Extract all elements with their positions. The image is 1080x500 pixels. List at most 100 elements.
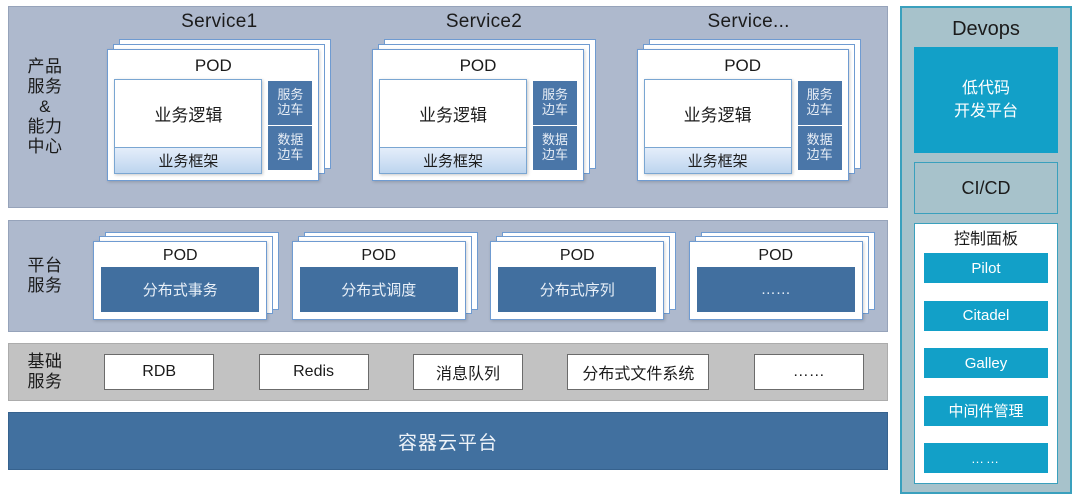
sidecar-line-1: 服务 <box>277 87 304 103</box>
row-label-line: & <box>39 96 51 116</box>
service-title: Service2 <box>445 11 523 32</box>
data-sidecar[interactable]: 数据 边车 <box>532 126 577 170</box>
row-container-cloud-platform[interactable]: 容器云平台 <box>8 412 888 470</box>
pod-card[interactable]: POD 业务逻辑 业务框架 服务 边车 <box>372 49 584 181</box>
row-label-line: 基础 <box>27 351 63 371</box>
control-panel-title: 控制面板 <box>953 231 1018 248</box>
row-label-product-services: 产品 服务 & 能力 中心 <box>9 57 81 157</box>
service-title: Service1 <box>181 11 258 32</box>
row-platform-services: 平台 服务 POD 分布式事务 POD 分布式调 <box>8 220 888 332</box>
services-container: Service1 POD 业务逻辑 业务框架 <box>81 7 887 207</box>
platform-service-chip: …… <box>696 267 855 312</box>
row-label-line: 服务 <box>27 76 63 96</box>
infra-item-message-queue[interactable]: 消息队列 <box>412 354 523 390</box>
business-logic-box: 业务逻辑 <box>418 106 487 125</box>
infra-item-distributed-file-system[interactable]: 分布式文件系统 <box>567 354 710 390</box>
pod-card[interactable]: POD 业务逻辑 业务框架 服务 边车 <box>637 49 849 181</box>
sidecar-column: 服务 边车 数据 边车 <box>797 79 842 174</box>
service-sidecar[interactable]: 服务 边车 <box>532 81 577 125</box>
infra-item-redis[interactable]: Redis <box>258 354 369 390</box>
pod-title: POD <box>194 56 232 75</box>
row-label-infrastructure: 基础 服务 <box>9 352 81 392</box>
service-sidecar[interactable]: 服务 边车 <box>268 81 313 125</box>
platform-pod-stack[interactable]: POD 分布式事务 <box>93 232 280 320</box>
pod-left-column: 业务逻辑 业务框架 <box>114 79 263 174</box>
row-label-line: 中心 <box>27 137 63 157</box>
sidecar-line-2: 边车 <box>277 102 304 117</box>
pod-left-column: 业务逻辑 业务框架 <box>643 79 792 174</box>
control-item-galley[interactable]: Galley <box>924 348 1048 378</box>
pod-stack: POD 业务逻辑 业务框架 服务 边车 <box>107 39 332 181</box>
service-group[interactable]: Service2 POD 业务逻辑 业务框架 <box>365 7 603 207</box>
control-item-more[interactable]: …… <box>924 443 1048 473</box>
data-sidecar[interactable]: 数据 边车 <box>268 126 313 170</box>
control-panel: 控制面板 Pilot Citadel Galley 中间件管理 …… <box>914 223 1058 484</box>
pod-title: POD <box>459 56 497 75</box>
pod-stack: POD 业务逻辑 业务框架 服务 边车 <box>636 39 861 181</box>
pod-title: POD <box>758 247 794 264</box>
pod-inner: 业务逻辑 业务框架 服务 边车 数据 <box>114 79 313 174</box>
row-label-line: 服务 <box>27 276 63 295</box>
lowcode-line-1: 低代码 <box>961 79 1010 97</box>
devops-title: Devops <box>952 18 1020 40</box>
sidecar-line-2: 边车 <box>806 147 833 162</box>
platform-service-chip: 分布式调度 <box>299 267 458 312</box>
business-logic-box: 业务逻辑 <box>154 106 223 125</box>
service-title: Service... <box>707 11 790 32</box>
pod-inner: 业务逻辑 业务框架 服务 边车 数据 <box>643 79 842 174</box>
pod-inner: 业务逻辑 业务框架 服务 边车 数据 <box>378 79 577 174</box>
business-framework-bar: 业务框架 <box>115 147 262 173</box>
sidecar-column: 服务 边车 数据 边车 <box>532 79 577 174</box>
platform-pod-card[interactable]: POD 分布式调度 <box>291 241 466 320</box>
sidecar-line-2: 边车 <box>541 102 568 117</box>
business-framework-bar: 业务框架 <box>379 147 526 173</box>
sidecar-line-1: 服务 <box>806 87 833 103</box>
lowcode-platform-card[interactable]: 低代码 开发平台 <box>914 47 1058 153</box>
sidecar-line-1: 数据 <box>806 132 833 148</box>
platform-service-chip: 分布式序列 <box>498 267 657 312</box>
control-item-citadel[interactable]: Citadel <box>924 300 1048 331</box>
sidecar-line-1: 数据 <box>541 132 568 148</box>
sidecar-line-1: 服务 <box>541 87 568 103</box>
row-product-services: 产品 服务 & 能力 中心 Service1 POD <box>8 6 888 208</box>
business-logic-box: 业务逻辑 <box>683 106 752 125</box>
devops-panel: Devops 低代码 开发平台 CI/CD 控制面板 Pilot Citadel… <box>900 6 1072 494</box>
pod-title: POD <box>724 56 762 75</box>
pod-title: POD <box>361 247 397 264</box>
pod-title: POD <box>162 247 198 264</box>
sidecar-line-1: 数据 <box>277 132 304 148</box>
row-label-line: 产品 <box>27 56 63 76</box>
control-item-pilot[interactable]: Pilot <box>924 253 1048 283</box>
platform-pod-card[interactable]: POD 分布式序列 <box>490 241 665 320</box>
sidecar-line-2: 边车 <box>541 147 568 162</box>
infrastructure-container: RDB Redis 消息队列 分布式文件系统 …… <box>81 344 887 400</box>
main-column: 产品 服务 & 能力 中心 Service1 POD <box>8 6 888 494</box>
pod-card[interactable]: POD 业务逻辑 业务框架 服务 边车 <box>107 49 319 181</box>
platform-pod-card[interactable]: POD 分布式事务 <box>93 241 268 320</box>
platform-pod-stack[interactable]: POD 分布式序列 <box>490 232 677 320</box>
control-panel-items: Pilot Citadel Galley 中间件管理 …… <box>924 252 1048 475</box>
platform-pod-card[interactable]: POD …… <box>688 241 863 320</box>
sidecar-line-2: 边车 <box>806 102 833 117</box>
platform-pod-stack[interactable]: POD 分布式调度 <box>291 232 478 320</box>
sidecar-column: 服务 边车 数据 边车 <box>268 79 313 174</box>
cicd-card[interactable]: CI/CD <box>914 162 1058 214</box>
platform-pod-stack[interactable]: POD …… <box>688 232 875 320</box>
platform-pods-container: POD 分布式事务 POD 分布式调度 POD <box>81 221 887 331</box>
pod-left-column: 业务逻辑 业务框架 <box>378 79 527 174</box>
service-group[interactable]: Service... POD 业务逻辑 业务框架 <box>630 7 868 207</box>
business-framework-bar: 业务框架 <box>644 147 791 173</box>
pod-title: POD <box>559 247 595 264</box>
service-sidecar[interactable]: 服务 边车 <box>797 81 842 125</box>
row-label-platform-services: 平台 服务 <box>9 256 81 296</box>
infra-item-rdb[interactable]: RDB <box>104 354 215 390</box>
service-group[interactable]: Service1 POD 业务逻辑 业务框架 <box>100 7 338 207</box>
control-item-middleware-management[interactable]: 中间件管理 <box>924 395 1048 426</box>
row-infrastructure-services: 基础 服务 RDB Redis 消息队列 分布式文件系统 …… <box>8 343 888 401</box>
row-label-line: 平台 <box>27 255 63 275</box>
pod-stack: POD 业务逻辑 业务框架 服务 边车 <box>371 39 596 181</box>
infra-item-more[interactable]: …… <box>753 354 864 390</box>
row-label-line: 能力 <box>27 117 63 137</box>
data-sidecar[interactable]: 数据 边车 <box>797 126 842 170</box>
